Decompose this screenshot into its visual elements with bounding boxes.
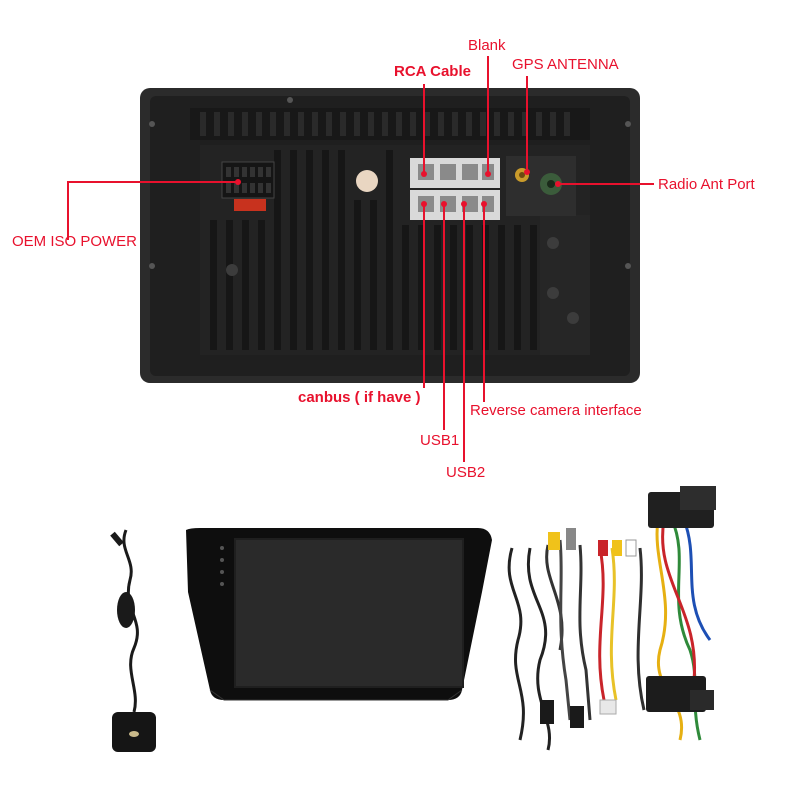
callout-lines (67, 56, 654, 462)
label-gps-antenna: GPS ANTENNA (512, 56, 619, 73)
head-unit-screen-icon (186, 528, 492, 701)
label-canbus: canbus ( if have ) (298, 389, 421, 406)
label-oem-iso-power: OEM ISO POWER (12, 233, 138, 250)
label-radio-ant-port: Radio Ant Port (658, 176, 755, 193)
label-rca-cable: RCA Cable (394, 63, 471, 80)
connector-plugs (540, 486, 716, 728)
label-blank: Blank (468, 37, 506, 54)
wiring-harness-icon (507, 519, 712, 751)
label-usb2: USB2 (446, 464, 486, 481)
callout-dots (235, 169, 561, 207)
head-unit-rear (140, 88, 640, 383)
label-usb1: USB1 (420, 432, 460, 449)
gps-antenna-puck-icon (110, 529, 156, 752)
label-reverse-camera: Reverse camera interface (470, 402, 642, 419)
